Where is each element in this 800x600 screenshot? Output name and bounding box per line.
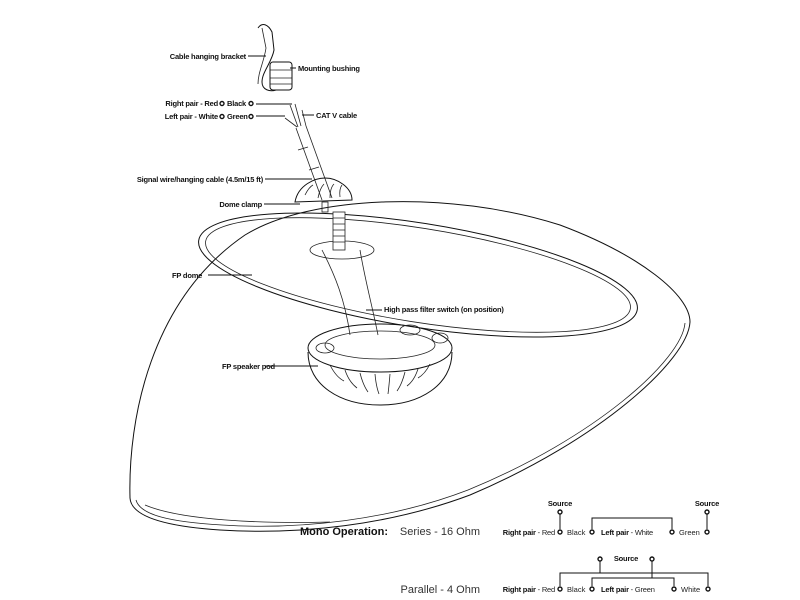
parallel-right-pair-label: Right pair - Red <box>503 585 555 594</box>
mono-title: Mono Operation: <box>300 526 388 538</box>
mono-red: - Red <box>536 528 555 537</box>
cable-hanging-bracket <box>257 24 277 92</box>
parallel-black: Black <box>567 585 586 594</box>
mono-left-pair: Left pair <box>601 528 629 537</box>
mono-source-2: Source <box>695 499 719 508</box>
mono-green: Green <box>679 528 700 537</box>
mono-left-pair-label: Left pair - White <box>601 528 653 537</box>
leader-lines <box>208 55 382 367</box>
label-fp-speaker-pod: FP speaker pod <box>222 362 276 371</box>
label-left-pair: Left pair - White <box>165 112 218 121</box>
parallel-white: White <box>681 585 700 594</box>
parallel-red: - Red <box>536 585 555 594</box>
label-high-pass-filter-switch: High pass filter switch (on position) <box>384 305 504 314</box>
fp-dome <box>129 201 691 532</box>
wiring-mono: Mono Operation: Series - 16 Ohm Right pa… <box>300 499 719 538</box>
parallel-right-pair: Right pair <box>503 585 536 594</box>
label-black: Black <box>227 99 247 108</box>
wiring-parallel: Parallel - 4 Ohm Right pair - Red Black … <box>401 554 711 596</box>
parallel-left-pair: Left pair <box>601 585 629 594</box>
dome-clamp <box>294 177 353 213</box>
label-fp-dome: FP dome <box>172 271 202 280</box>
signal-cable <box>284 103 333 201</box>
label-green: Green <box>227 112 248 121</box>
label-cat-v-cable: CAT V cable <box>316 111 357 120</box>
mono-right-pair-label: Right pair - Red <box>503 528 555 537</box>
label-mounting-bushing: Mounting bushing <box>298 64 360 73</box>
mono-black: Black <box>567 528 586 537</box>
mono-source-1: Source <box>548 499 572 508</box>
mono-right-pair: Right pair <box>503 528 536 537</box>
label-signal-wire: Signal wire/hanging cable (4.5m/15 ft) <box>137 175 264 184</box>
label-right-pair: Right pair - Red <box>165 99 218 108</box>
label-dome-clamp: Dome clamp <box>219 200 262 209</box>
mono-mode: Series - 16 Ohm <box>400 526 480 538</box>
parallel-green: - Green <box>629 585 655 594</box>
parallel-source: Source <box>614 554 638 563</box>
fp-speaker-pod <box>307 323 453 406</box>
stem <box>309 211 379 336</box>
parallel-mode: Parallel - 4 Ohm <box>401 584 480 596</box>
label-cable-hanging-bracket: Cable hanging bracket <box>170 52 247 61</box>
parallel-left-pair-label: Left pair - Green <box>601 585 655 594</box>
mounting-bushing <box>269 61 293 91</box>
mono-white: - White <box>629 528 653 537</box>
